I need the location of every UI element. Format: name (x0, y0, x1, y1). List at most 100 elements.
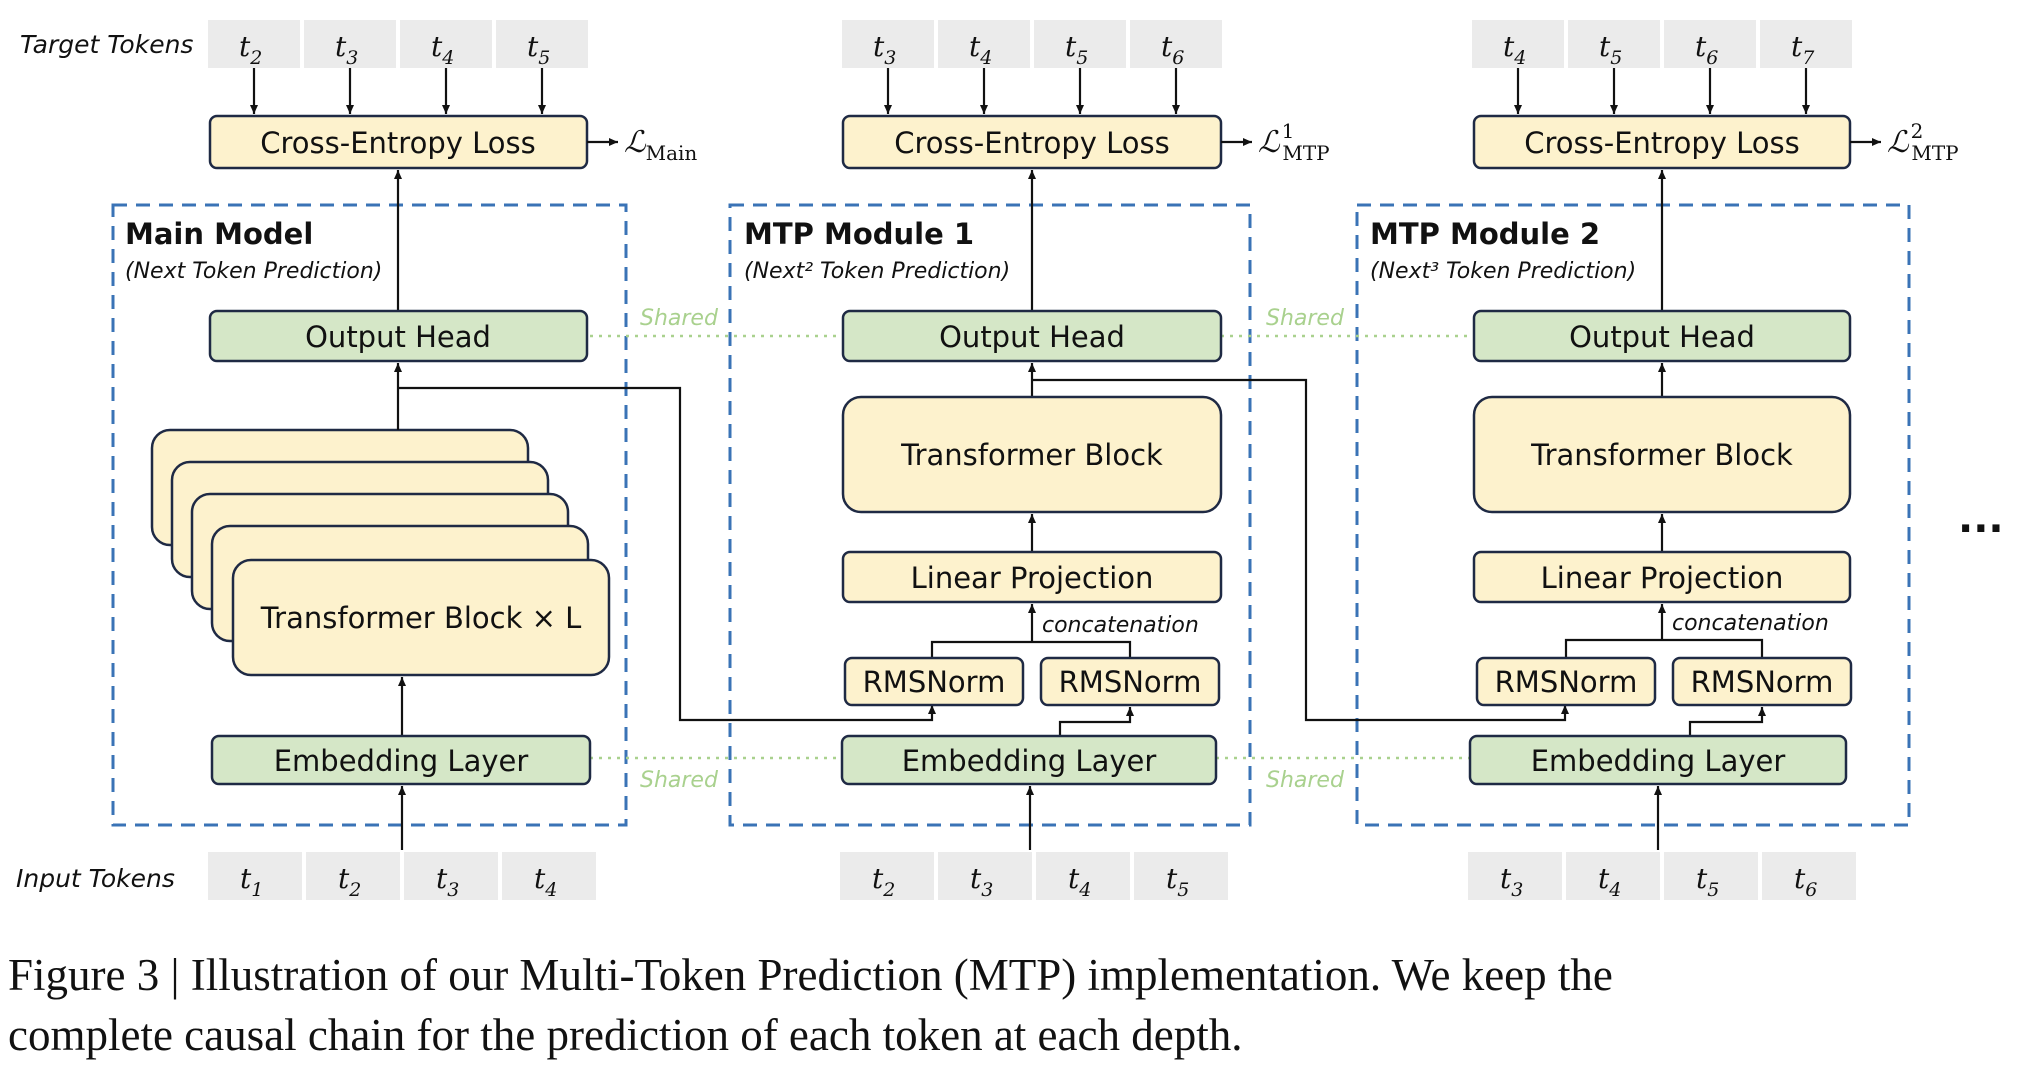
input-token: t4 (534, 862, 557, 901)
token-box (306, 852, 400, 900)
target-tokens-label: Target Tokens (20, 30, 193, 59)
arrow (1058, 707, 1134, 736)
figure-caption-line-1: Figure 3 | Illustration of our Multi-Tok… (8, 950, 1613, 1000)
arrow (1688, 707, 1766, 736)
target-token: t6 (1695, 30, 1718, 69)
input-token: t5 (1166, 862, 1189, 901)
main-model-title: Main Model (125, 217, 313, 251)
target-token: t5 (1065, 30, 1088, 69)
shared-label-embedding-2: Shared (1266, 768, 1345, 793)
mtp2-linear-projection-box (1472, 550, 1852, 604)
token-box (1472, 20, 1564, 68)
input-token: t3 (1500, 862, 1523, 901)
token-box (1134, 852, 1228, 900)
mtp1-rmsnorm-right-label: RMSNorm (1059, 665, 1202, 699)
input-token: t5 (1696, 862, 1719, 901)
target-token: t4 (431, 30, 454, 69)
mtp1-transformer-block-box (841, 395, 1223, 514)
main-transformer-block-label: Transformer Block × L (260, 601, 582, 635)
mtp2-concatenation-label: concatenation (1672, 611, 1829, 636)
mtp2-rmsnorm-left-box (1475, 656, 1657, 707)
token-box (1036, 852, 1130, 900)
token-box (1034, 20, 1126, 68)
input-token: t4 (1598, 862, 1621, 901)
target-token: t4 (969, 30, 992, 69)
main-model-subtitle: (Next Token Prediction) (125, 259, 382, 284)
token-box (938, 852, 1032, 900)
mtp2-output-head-box (1472, 309, 1852, 363)
mtp1-to-mtp2-hidden-connector (1032, 378, 1569, 722)
mtp2-rmsnorm-left-label: RMSNorm (1495, 665, 1638, 699)
token-box (1762, 852, 1856, 900)
input-token: t2 (872, 862, 895, 901)
mtp-module-1-title: MTP Module 1 (744, 217, 974, 251)
target-token: t5 (1599, 30, 1622, 69)
shared-label-embedding-1: Shared (640, 768, 719, 793)
mtp1-embedding-layer-box (840, 734, 1218, 786)
main-to-mtp1-hidden-connector (398, 386, 936, 722)
mtp1-linear-projection-label: Linear Projection (911, 561, 1154, 595)
continuation-ellipsis: ... (1958, 496, 2004, 542)
figure-caption-line-2: complete causal chain for the prediction… (8, 1010, 1242, 1060)
mtp-module-1-subtitle: (Next² Token Prediction) (744, 259, 1010, 284)
input-token: t1 (240, 862, 263, 901)
token-box (400, 20, 492, 68)
token-box (938, 20, 1030, 68)
target-token: t3 (873, 30, 896, 69)
token-box (304, 20, 396, 68)
input-token: t2 (338, 862, 361, 901)
token-box (1664, 20, 1756, 68)
mtp1-rmsnorm-right-box (1039, 656, 1221, 707)
token-box (1664, 852, 1758, 900)
target-token: t2 (239, 30, 262, 69)
shared-label-output-2: Shared (1266, 306, 1345, 331)
token-box (1468, 852, 1562, 900)
input-token: t3 (436, 862, 459, 901)
token-box (842, 20, 934, 68)
token-box (1130, 20, 1222, 68)
mtp2-output-head-label: Output Head (1569, 320, 1755, 354)
mtp1-concatenation-label: concatenation (1042, 613, 1199, 638)
concat-join (1564, 638, 1764, 658)
input-token: t6 (1794, 862, 1817, 901)
mtp2-transformer-block-box (1472, 395, 1852, 514)
token-box (1568, 20, 1660, 68)
target-token: t6 (1161, 30, 1184, 69)
mtp1-transformer-block-label: Transformer Block (900, 438, 1163, 472)
mtp2-linear-projection-label: Linear Projection (1541, 561, 1784, 595)
mtp2-rmsnorm-right-box (1671, 656, 1853, 707)
main-cross-entropy-loss-label: Cross-Entropy Loss (260, 126, 535, 160)
mtp2-cross-entropy-loss-label: Cross-Entropy Loss (1524, 126, 1799, 160)
main-output-head-box (208, 309, 589, 363)
mtp1-embedding-layer-label: Embedding Layer (902, 744, 1157, 778)
token-box (496, 20, 588, 68)
main-transformer-block-box (231, 558, 611, 677)
token-box (208, 20, 300, 68)
main-loss-symbol: ℒMain (624, 125, 697, 165)
mtp1-output-head-box (841, 309, 1223, 363)
mtp1-linear-projection-box (841, 550, 1223, 604)
token-box (1566, 852, 1660, 900)
concat-join (930, 640, 1132, 658)
token-box (1760, 20, 1852, 68)
mtp2-rmsnorm-right-label: RMSNorm (1691, 665, 1834, 699)
mtp-module-2-title: MTP Module 2 (1370, 217, 1600, 251)
main-embedding-layer-box (210, 734, 592, 786)
input-tokens-label: Input Tokens (16, 864, 175, 893)
token-box (404, 852, 498, 900)
mtp-module-2-container (1355, 203, 1911, 827)
shared-label-output-1: Shared (640, 306, 719, 331)
main-embedding-layer-label: Embedding Layer (274, 744, 529, 778)
target-token: t5 (527, 30, 550, 69)
mtp-module-2-subtitle: (Next³ Token Prediction) (1370, 259, 1636, 284)
token-box (502, 852, 596, 900)
target-token: t4 (1503, 30, 1526, 69)
main-output-head-label: Output Head (305, 320, 491, 354)
mtp-module-1-container (728, 203, 1252, 827)
target-token: t3 (335, 30, 358, 69)
mtp1-rmsnorm-left-label: RMSNorm (863, 665, 1006, 699)
token-box (840, 852, 934, 900)
